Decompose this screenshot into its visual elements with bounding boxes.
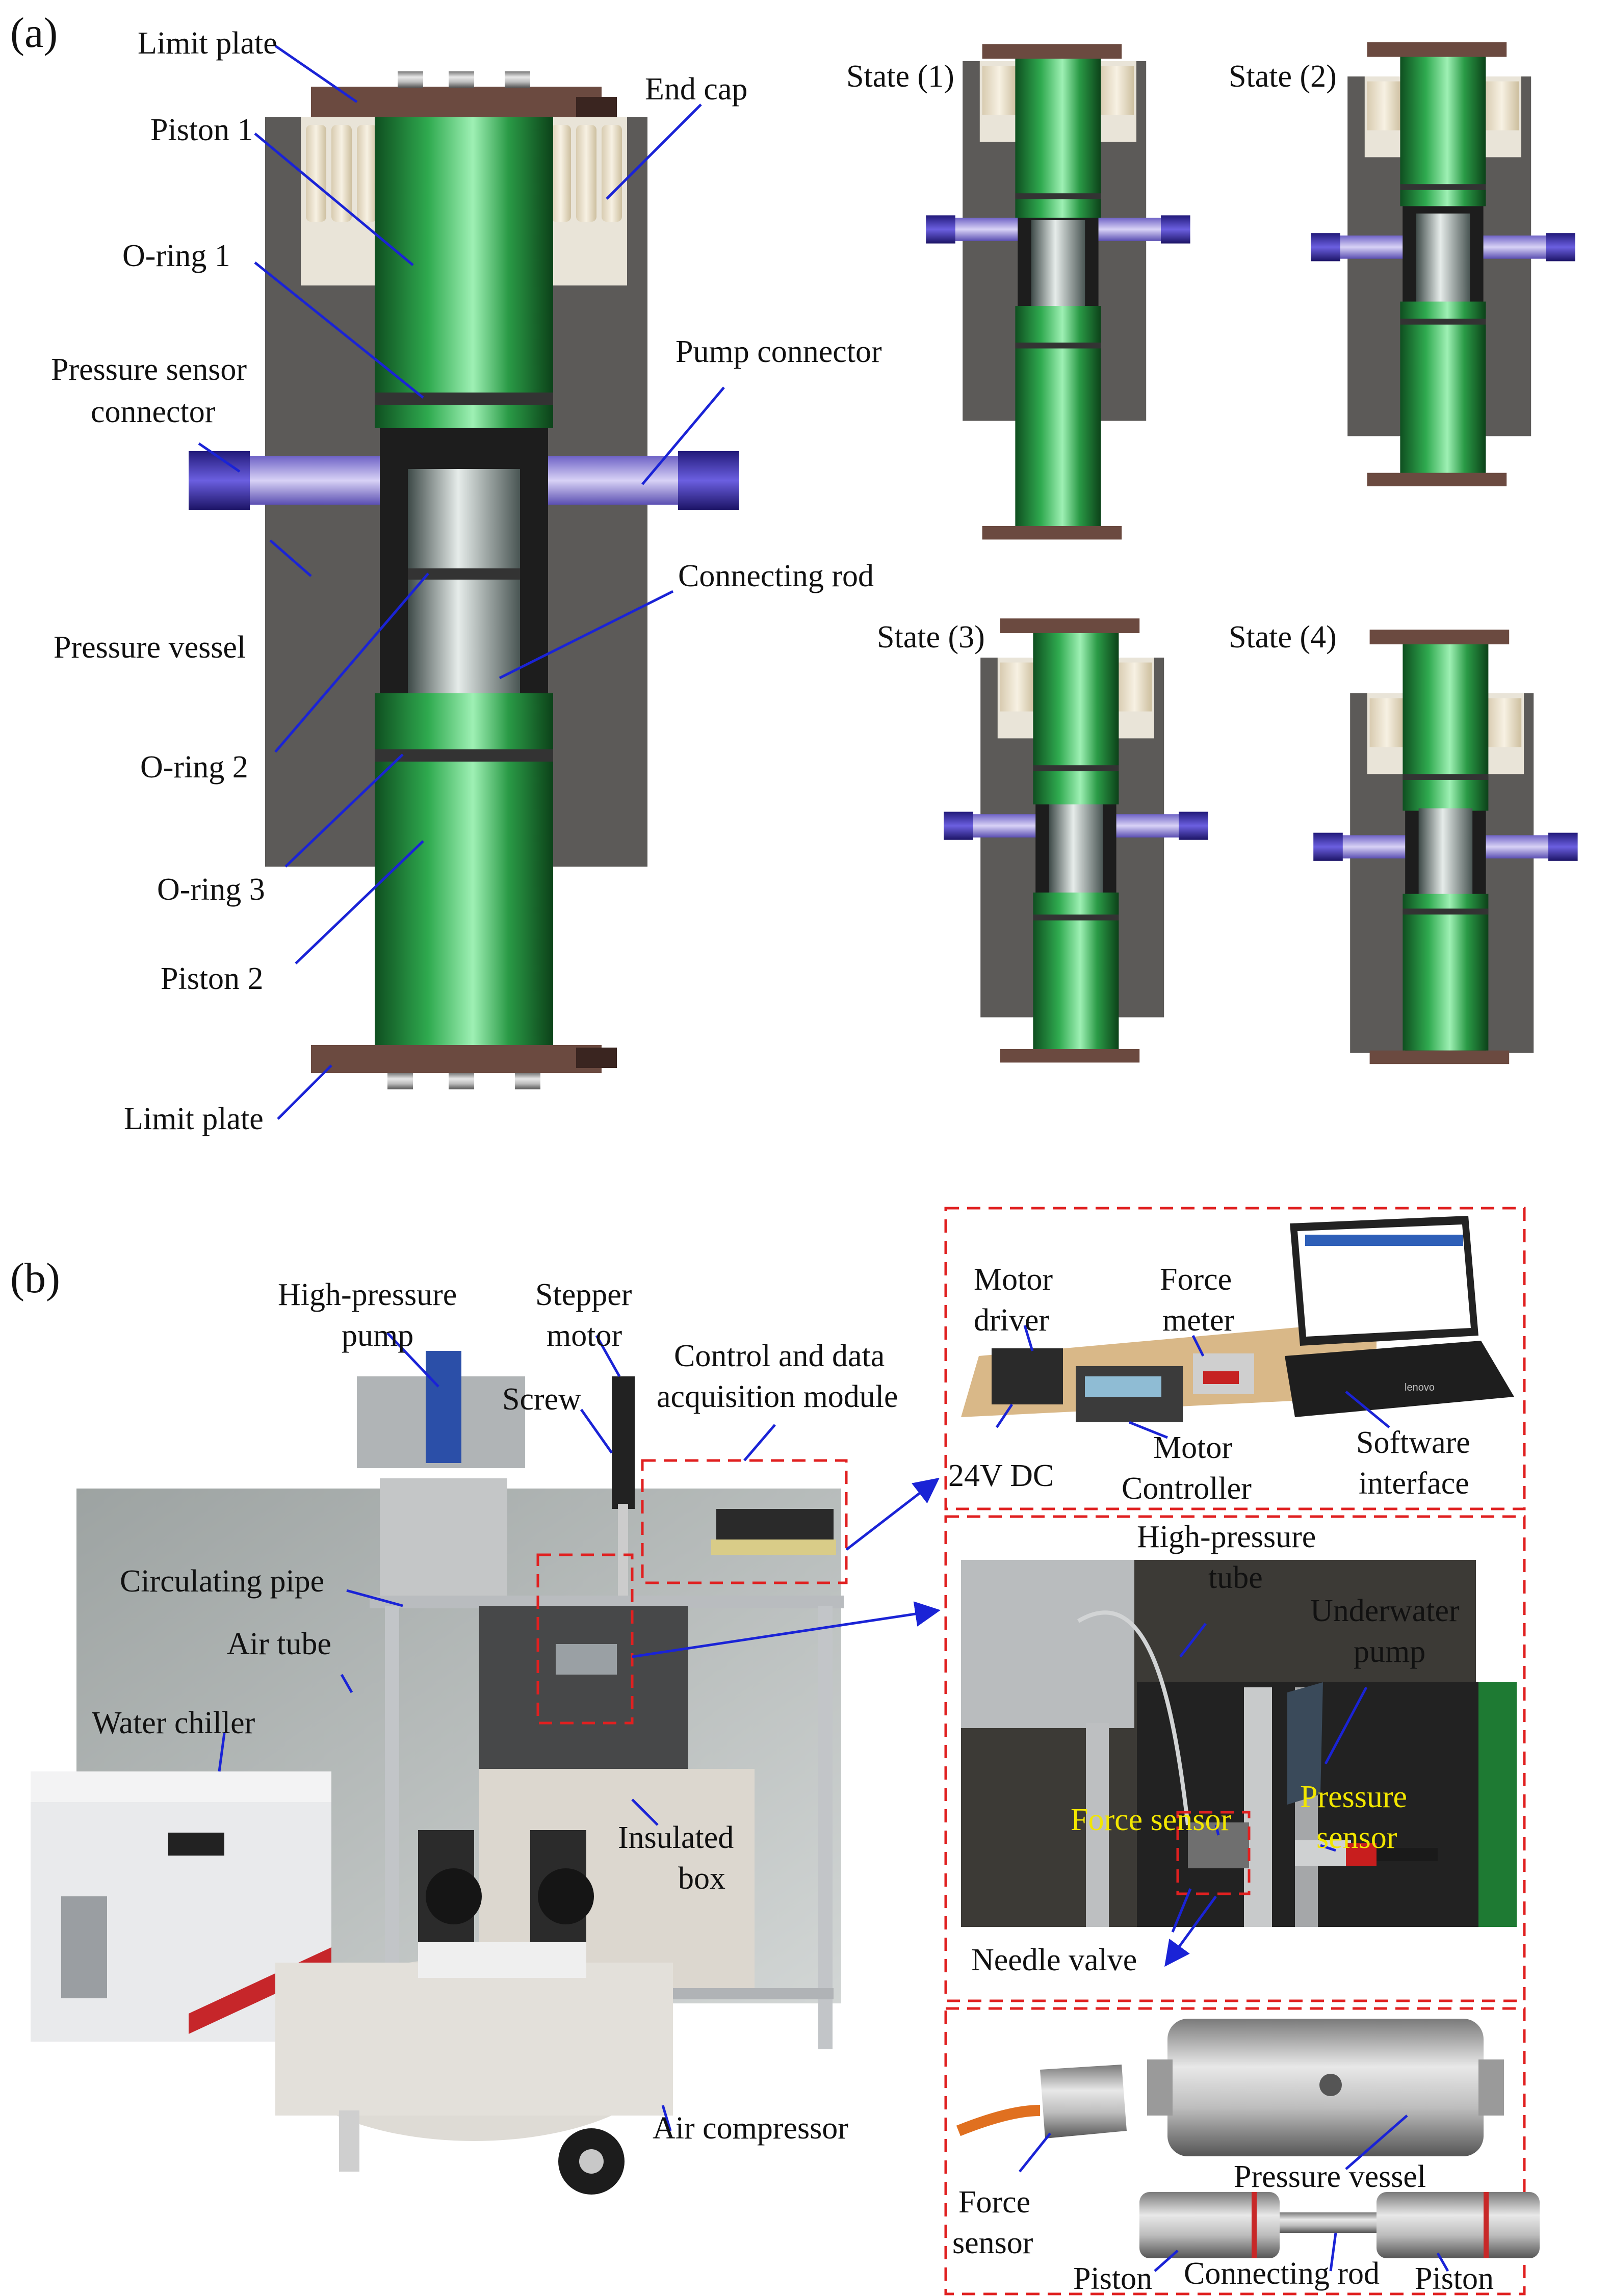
label-motor-driver-l2: driver: [974, 1303, 1049, 1338]
o-ring-3-shape: [375, 749, 553, 762]
label-insulated-box-l1: Insulated: [618, 1820, 734, 1855]
label-state-2: State (2): [1229, 59, 1337, 94]
label-motor-controller-l2: Controller: [1122, 1471, 1252, 1506]
label-underwater-pump-l2: pump: [1354, 1634, 1425, 1669]
label-parts-force-sensor-l2: sensor: [952, 2226, 1033, 2260]
label-control-module-l1: Control and data: [674, 1339, 885, 1373]
control-inset-pointers: [995, 1325, 1390, 1439]
label-force-sensor-highlight: Force sensor: [1071, 1803, 1231, 1837]
label-pump-connector: Pump connector: [676, 334, 882, 369]
label-connecting-rod: Connecting rod: [678, 559, 874, 593]
state-1-drawing: [926, 44, 1190, 540]
label-motor-controller-l1: Motor: [1153, 1430, 1232, 1465]
label-stepper-motor-l1: Stepper: [535, 1277, 632, 1312]
label-pressure-sensor-highlight-l2: sensor: [1316, 1820, 1397, 1855]
parts-inset-pointers: [1019, 2115, 1449, 2272]
label-screw: Screw: [502, 1382, 581, 1417]
label-piston-1: Piston 1: [150, 113, 253, 147]
label-limit-plate-bottom: Limit plate: [124, 1102, 264, 1136]
label-pressure-sensor-connector-l1: Pressure sensor: [51, 352, 247, 387]
parts-inset-frame: [944, 2007, 1526, 2295]
panel-a-pointer-lines: [198, 44, 725, 1120]
laptop-brand-text: lenovo: [1405, 1382, 1435, 1393]
label-parts-connecting-rod: Connecting rod: [1184, 2256, 1380, 2291]
label-o-ring-1: O-ring 1: [122, 239, 230, 273]
force-sensor-callout-box: [1176, 1811, 1251, 1895]
label-needle-valve: Needle valve: [971, 1943, 1137, 1977]
box-inset-photo: [961, 1560, 1517, 1927]
parts-inset-photo: [956, 2019, 1540, 2258]
label-insulated-box-l2: box: [678, 1861, 725, 1896]
label-high-pressure-pump-l2: pump: [342, 1318, 413, 1353]
control-inset-photo: lenovo: [961, 1216, 1514, 1422]
state-4-drawing: [1313, 630, 1578, 1064]
label-pressure-sensor-highlight-l1: Pressure: [1300, 1780, 1407, 1814]
label-software-interface-l1: Software: [1356, 1425, 1470, 1460]
label-software-interface-l2: interface: [1359, 1466, 1469, 1501]
main-assembly-drawing: [189, 71, 739, 1089]
label-parts-piston-left: Piston: [1073, 2261, 1152, 2296]
box-inset-frame: [944, 1515, 1526, 2002]
panel-b-pointer-lines: [218, 1332, 941, 2131]
label-water-chiller: Water chiller: [92, 1706, 255, 1740]
label-end-cap: End cap: [645, 72, 747, 107]
label-pressure-vessel: Pressure vessel: [54, 630, 246, 665]
state-2-drawing: [1311, 42, 1575, 487]
piston-1-shape: [375, 117, 553, 428]
label-circulating-pipe: Circulating pipe: [120, 1564, 324, 1599]
label-control-module-l2: acquisition module: [657, 1379, 898, 1414]
label-state-3: State (3): [877, 620, 985, 655]
label-underwater-pump-l1: Underwater: [1310, 1594, 1460, 1628]
o-ring-1-shape: [375, 393, 553, 405]
label-piston-2: Piston 2: [161, 961, 264, 996]
label-o-ring-3: O-ring 3: [157, 872, 265, 907]
label-24v-dc: 24V DC: [948, 1458, 1054, 1493]
label-state-1: State (1): [846, 59, 954, 94]
label-high-pressure-tube-l2: tube: [1208, 1560, 1263, 1595]
label-motor-driver-l1: Motor: [974, 1262, 1053, 1297]
label-force-meter-l1: Force: [1160, 1262, 1232, 1297]
label-air-compressor: Air compressor: [653, 2111, 848, 2146]
label-limit-plate-top: Limit plate: [138, 26, 277, 61]
label-parts-piston-right: Piston: [1415, 2261, 1494, 2296]
label-state-4: State (4): [1229, 620, 1337, 655]
pressure-sensor-connector-shape: [245, 456, 380, 505]
limit-plate-top: [311, 87, 602, 117]
box-inset-pointers: [1164, 1623, 1368, 1967]
panel-a-label: (a): [10, 9, 58, 57]
panel-b-label: (b): [10, 1255, 60, 1302]
control-module-callout-box: [641, 1459, 848, 1584]
label-parts-force-sensor-l1: Force: [958, 2185, 1030, 2220]
label-parts-pressure-vessel: Pressure vessel: [1234, 2159, 1426, 2194]
label-high-pressure-tube-l1: High-pressure: [1137, 1520, 1316, 1554]
pump-connector-shape: [548, 456, 683, 505]
insulated-box-callout-box: [536, 1553, 634, 1725]
o-ring-2-shape: [408, 568, 520, 580]
piston-2-shape: [375, 693, 553, 1045]
label-stepper-motor-l2: motor: [547, 1318, 622, 1353]
label-air-tube: Air tube: [227, 1627, 331, 1661]
label-high-pressure-pump-l1: High-pressure: [278, 1277, 457, 1312]
connecting-rod-shape: [408, 469, 520, 703]
label-o-ring-2: O-ring 2: [140, 750, 248, 785]
label-force-meter-l2: meter: [1162, 1303, 1234, 1338]
apparatus-photo: [31, 1351, 844, 2195]
state-3-drawing: [944, 618, 1208, 1063]
label-pressure-sensor-connector-l2: connector: [91, 395, 216, 429]
limit-plate-bottom: [311, 1045, 602, 1073]
control-inset-frame: [944, 1207, 1526, 1510]
